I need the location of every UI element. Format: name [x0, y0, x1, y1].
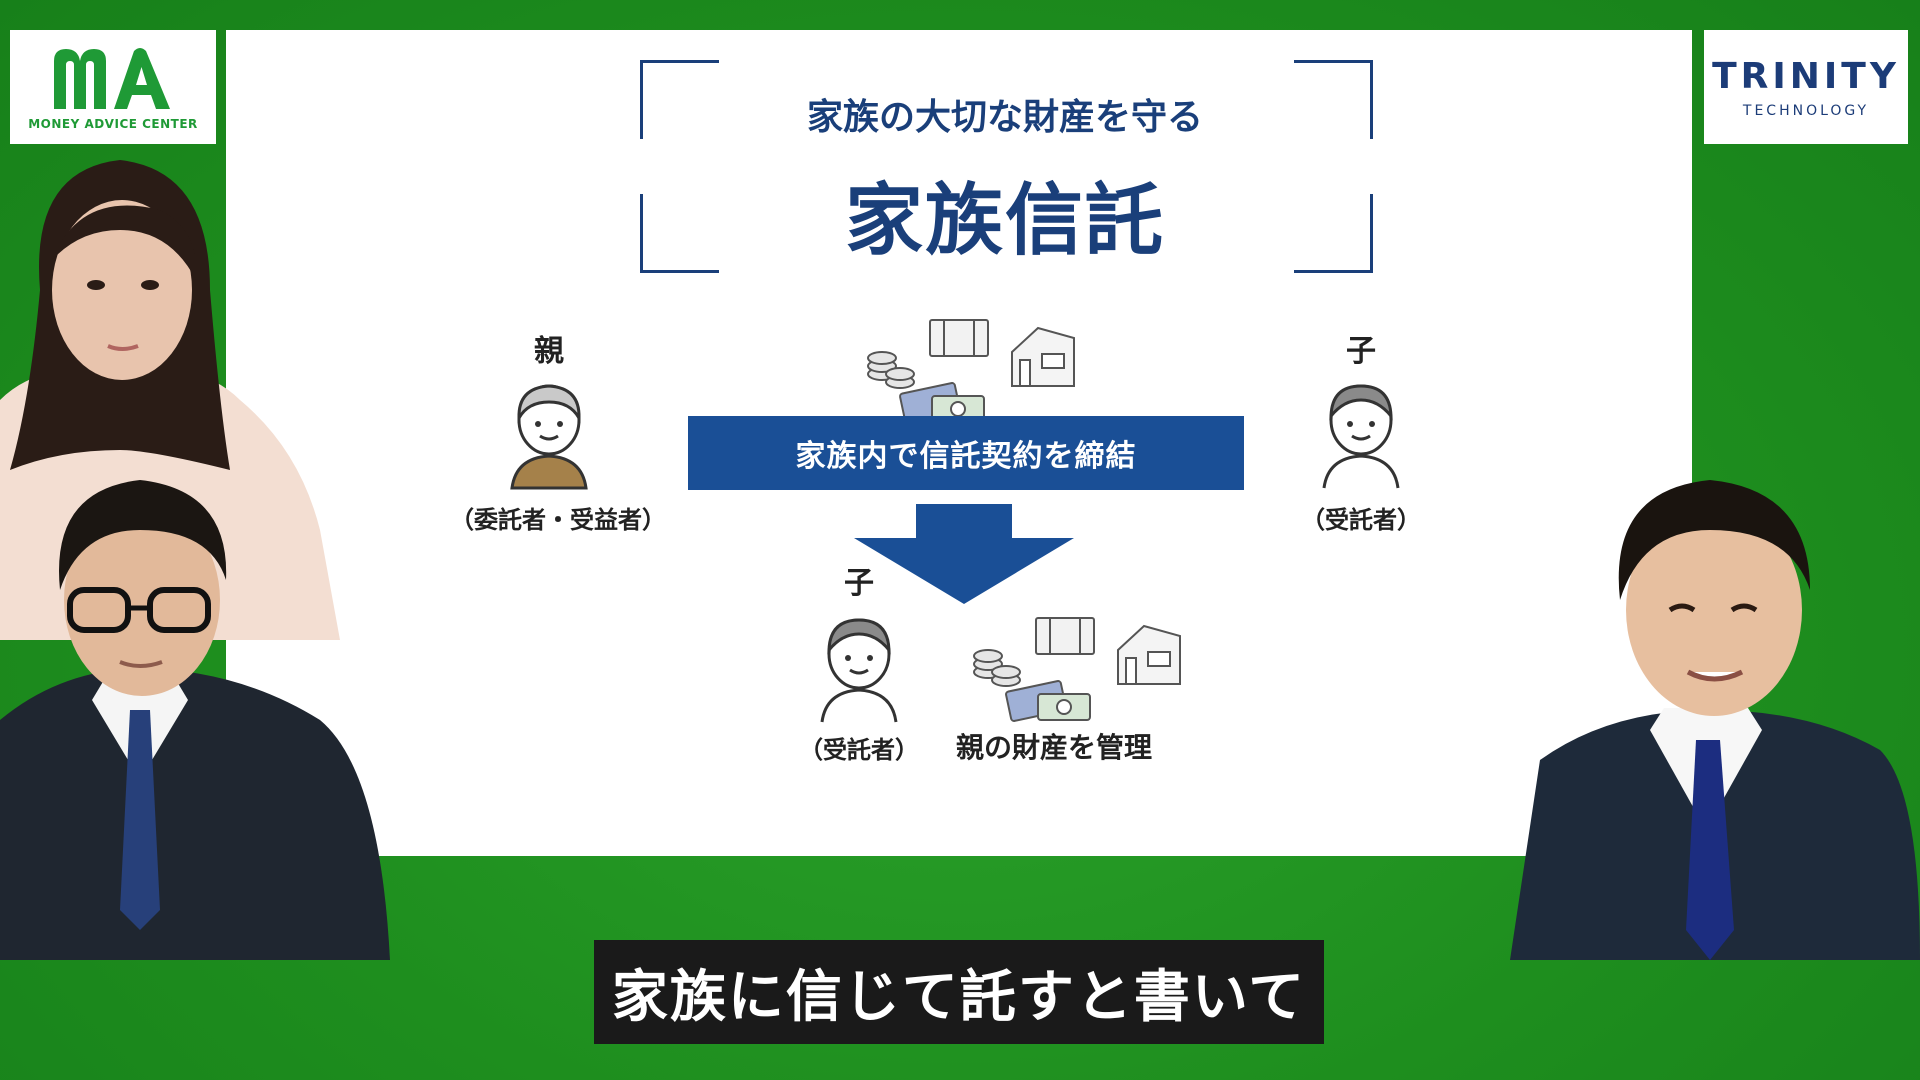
credit-card-icon [899, 382, 985, 424]
coins-icon [867, 351, 915, 389]
presenter-woman [0, 160, 340, 640]
house-icon [1117, 624, 1181, 685]
title-bracket [1294, 60, 1373, 139]
title-bracket [640, 60, 719, 139]
subtitle-caption-text: 家族に信じて託すと書いて [611, 964, 1307, 1030]
money-advice-logo-icon [54, 48, 170, 109]
person-icon [510, 384, 588, 490]
assets-illustration [867, 319, 1075, 424]
money-advice-center-logo: MONEY ADVICE CENTER [10, 30, 216, 144]
slide-title: 家族信託 [844, 176, 1165, 266]
credit-card-icon [1005, 680, 1091, 722]
assets-illustration [973, 617, 1181, 722]
person-icon [820, 618, 898, 723]
parent-role: （委託者・受益者） [450, 506, 666, 534]
title-bracket [1294, 194, 1373, 273]
brand-subtext: MONEY ADVICE CENTER [28, 117, 198, 131]
subtitle-caption: 家族に信じて託すと書いて [594, 940, 1324, 1044]
banknote-icon [929, 319, 989, 357]
child-label-top: 子 [1346, 334, 1376, 369]
house-icon [1011, 326, 1075, 387]
trinity-title: TRINITY [1712, 55, 1900, 97]
person-icon [1322, 384, 1400, 489]
child-role-top: （受託者） [1301, 506, 1421, 534]
coins-icon [973, 649, 1021, 687]
manage-assets-caption: 親の財産を管理 [956, 731, 1153, 764]
trust-contract-banner: 家族内で信託契約を締結 [688, 416, 1244, 490]
down-arrow-icon [854, 504, 1074, 604]
presentation-slide: 家族の大切な財産を守る 家族信託 親 （委託者・受益者） [226, 30, 1692, 856]
presenter-man-right [1510, 480, 1920, 960]
trinity-technology-logo: TRINITY TECHNOLOGY [1704, 30, 1908, 144]
title-bracket [640, 194, 719, 273]
presenter-man-glasses [0, 480, 390, 960]
child-label-bottom: 子 [844, 566, 874, 601]
slide-subtitle: 家族の大切な財産を守る [806, 97, 1203, 138]
parent-label: 親 [534, 334, 564, 369]
trinity-subtitle: TECHNOLOGY [1742, 102, 1870, 119]
banknote-icon [1035, 617, 1095, 655]
child-role-bottom: （受託者） [799, 736, 919, 764]
